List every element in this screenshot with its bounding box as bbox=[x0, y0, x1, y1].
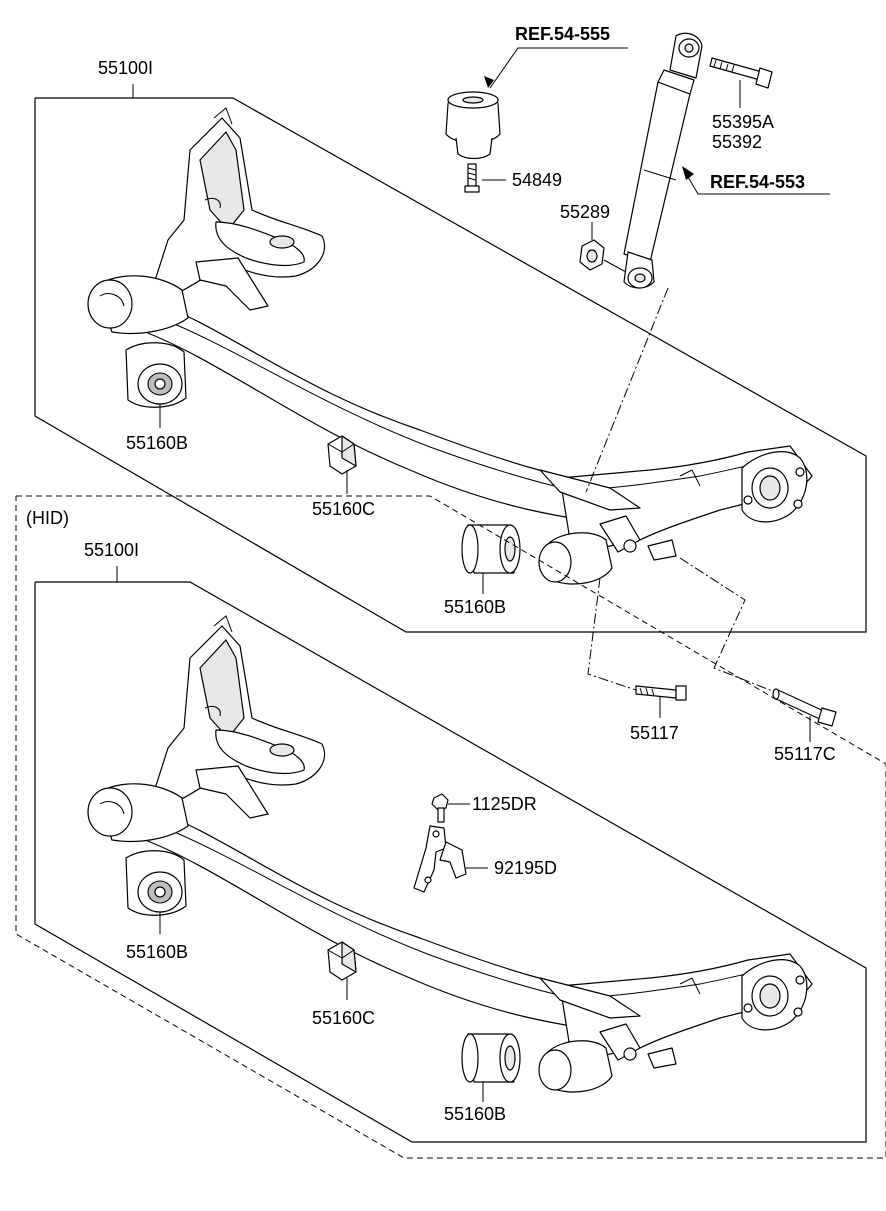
label-55392: 55392 bbox=[712, 132, 762, 152]
bolt-55117 bbox=[635, 685, 687, 701]
label-92195d: 92195D bbox=[494, 858, 557, 878]
hid-group-frame bbox=[15, 495, 886, 1159]
ref-54-553: REF.54-553 bbox=[710, 172, 805, 192]
nut-55289 bbox=[579, 239, 605, 271]
label-55100i-hid: 55100I bbox=[84, 540, 139, 560]
bushing-55160b-top-left bbox=[125, 342, 187, 408]
label-55289: 55289 bbox=[560, 202, 610, 222]
bolt-55395a bbox=[709, 57, 773, 89]
torsion-beam-axle-top bbox=[87, 107, 813, 585]
label-55160c-hid: 55160C bbox=[312, 1008, 375, 1028]
label-55117: 55117 bbox=[630, 723, 679, 743]
label-hid: (HID) bbox=[26, 508, 69, 528]
label-55100i-top: 55100I bbox=[98, 58, 153, 78]
bump-stopper bbox=[445, 91, 501, 160]
shock-absorber bbox=[623, 32, 703, 289]
bolt-54849 bbox=[464, 163, 480, 193]
label-55117c: 55117C bbox=[774, 744, 836, 764]
label-55160c-top: 55160C bbox=[312, 499, 375, 519]
bushing-55160b-hid-right bbox=[461, 1033, 521, 1083]
bolt-55117c bbox=[772, 688, 837, 727]
axle-assembly-frame-hid bbox=[34, 566, 867, 1143]
bolt-1125dr bbox=[431, 793, 449, 823]
label-55160b-top-left: 55160B bbox=[126, 433, 188, 453]
label-55160b-hid-right: 55160B bbox=[444, 1104, 506, 1124]
sensor-bracket-92195d bbox=[413, 825, 467, 893]
bushing-55160b-hid-left bbox=[125, 850, 187, 916]
label-55160b-top-right: 55160B bbox=[444, 597, 506, 617]
label-54849: 54849 bbox=[512, 170, 562, 190]
label-1125dr: 1125DR bbox=[472, 794, 537, 814]
axle-assembly-frame-top bbox=[34, 84, 867, 633]
ref-54-555: REF.54-555 bbox=[515, 24, 610, 44]
label-55160b-hid-left: 55160B bbox=[126, 942, 188, 962]
label-55395a: 55395A bbox=[712, 112, 774, 132]
